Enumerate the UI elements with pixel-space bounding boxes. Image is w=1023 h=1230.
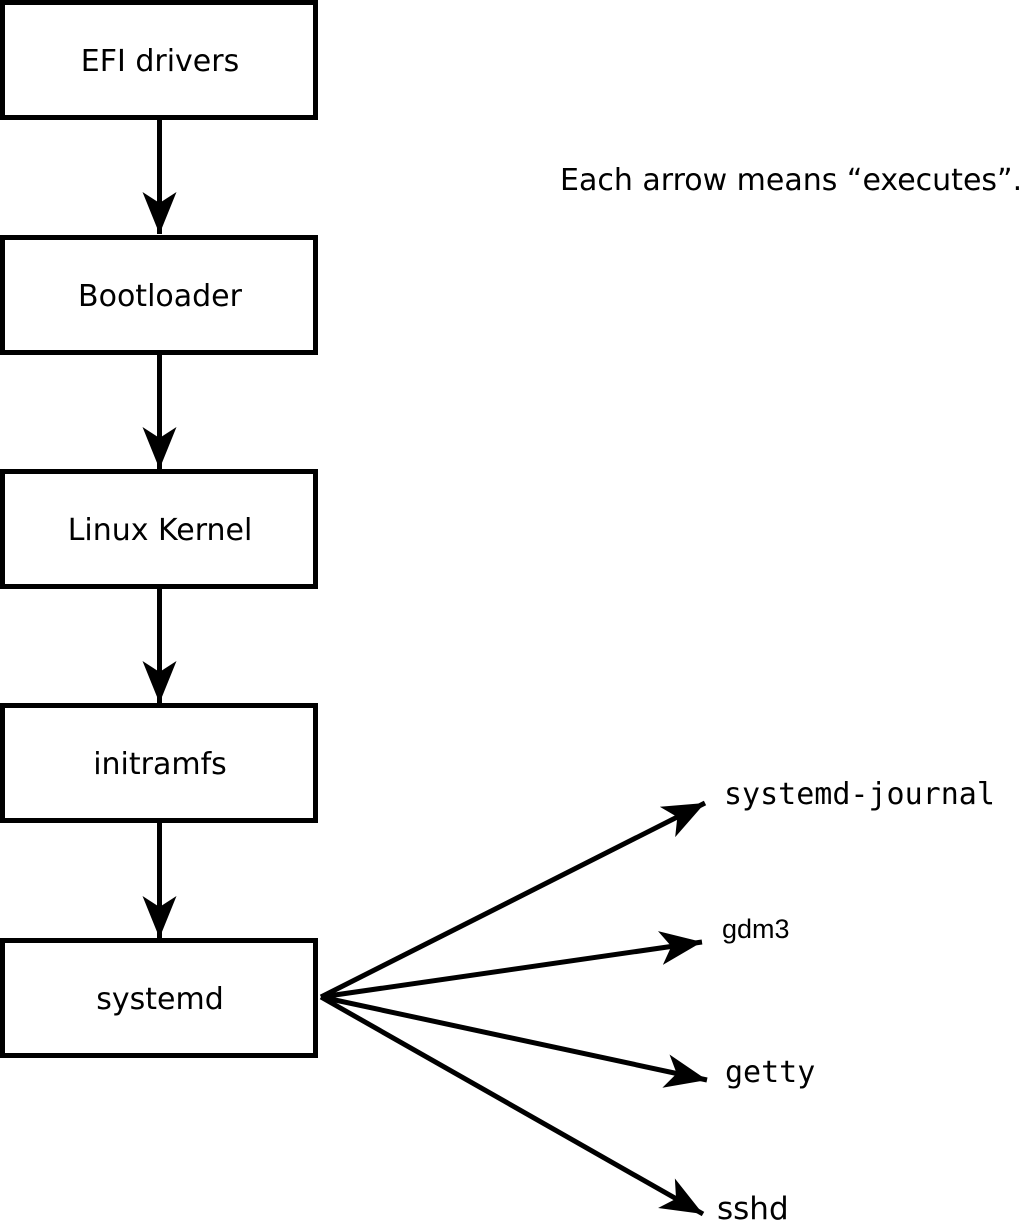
box-efi-drivers	[0, 0, 318, 120]
box-bootloader-label: Bootloader	[78, 279, 243, 314]
leaf-getty-label: getty	[725, 1055, 815, 1090]
box-initramfs	[0, 703, 318, 823]
box-linux-kernel-label: Linux Kernel	[68, 513, 253, 548]
arrow-systemd-to-gdm3	[320, 931, 703, 1000]
box-bootloader	[0, 235, 318, 355]
box-systemd-label: systemd	[96, 982, 224, 1017]
leaf-sshd-label: sshd	[717, 1191, 789, 1227]
arrow-systemd-to-sshd	[319, 994, 705, 1217]
box-systemd	[0, 938, 318, 1058]
box-efi-drivers-label: EFI drivers	[81, 44, 239, 79]
caption: Each arrow means “executes”.	[560, 163, 1022, 198]
leaf-gdm3-label: gdm3	[722, 914, 790, 944]
leaf-systemd-journal-label: systemd-journal	[724, 777, 995, 812]
box-initramfs-label: initramfs	[93, 747, 227, 782]
arrow-systemd-to-journal	[319, 800, 707, 1000]
box-linux-kernel	[0, 469, 318, 589]
arrow-systemd-to-getty	[320, 994, 708, 1088]
